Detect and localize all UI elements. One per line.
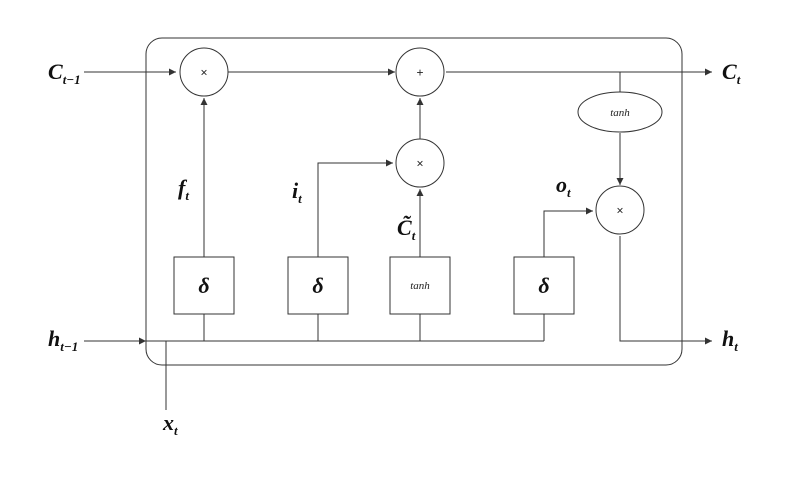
c-next-label: Ct xyxy=(722,59,741,87)
forget-sigma-box: δ xyxy=(173,256,235,315)
h-prev-label: ht−1 xyxy=(48,326,78,354)
c-tilde-label: C̃t xyxy=(397,215,416,243)
add-node: + xyxy=(395,47,445,97)
h-next-label: ht xyxy=(722,326,738,354)
forget-multiply-symbol: × xyxy=(200,66,207,80)
c-prev-label: Ct−1 xyxy=(48,59,81,87)
x-t-label: xt xyxy=(162,410,178,438)
output-sigma-label: δ xyxy=(538,273,549,298)
input-sigma-box: δ xyxy=(287,256,349,315)
output-gate-line xyxy=(543,207,593,257)
candidate-tanh-label: tanh xyxy=(410,280,430,292)
cell-tanh-label: tanh xyxy=(610,107,630,119)
o-t-label: ot xyxy=(556,172,571,200)
h-next-line xyxy=(619,236,712,345)
input-multiply-symbol: × xyxy=(416,157,423,171)
output-multiply-node: × xyxy=(595,185,645,235)
input-gate-line xyxy=(317,159,393,257)
cell-tanh-node: tanh xyxy=(577,91,663,133)
output-multiply-symbol: × xyxy=(616,204,623,218)
i-t-label: it xyxy=(292,178,302,206)
forget-sigma-label: δ xyxy=(198,273,209,298)
cell-boundary xyxy=(145,37,683,366)
f-t-label: ft xyxy=(178,175,189,203)
output-sigma-box: δ xyxy=(513,256,575,315)
add-symbol: + xyxy=(416,66,423,80)
forget-multiply-node: × xyxy=(179,47,229,97)
input-sigma-label: δ xyxy=(312,273,323,298)
input-multiply-node: × xyxy=(395,138,445,188)
candidate-tanh-box: tanh xyxy=(389,256,451,315)
